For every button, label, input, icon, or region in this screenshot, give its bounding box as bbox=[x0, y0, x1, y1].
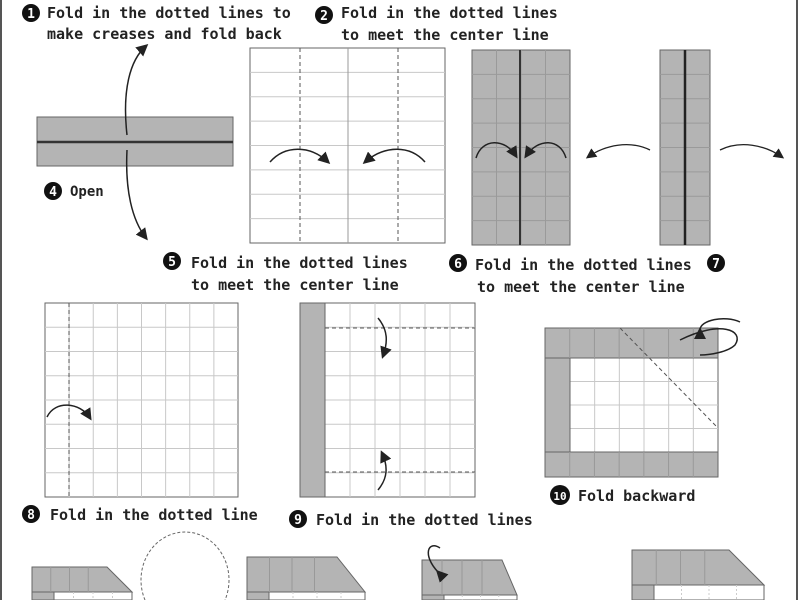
step-6-label: 6 Fold in the dotted lines to meet the c… bbox=[449, 254, 692, 296]
step-6-text-line1: Fold in the dotted lines bbox=[475, 256, 692, 274]
figure-step14 bbox=[631, 549, 766, 600]
step-9-number: 9 bbox=[294, 513, 302, 528]
fold-arrow-icon bbox=[427, 545, 449, 583]
step-1-text-line1: Fold in the dotted lines to bbox=[47, 4, 291, 22]
step-10-number: 10 bbox=[553, 490, 566, 503]
step-2-label: 2 Fold in the dotted lines to meet the c… bbox=[315, 4, 558, 44]
step-4-number: 4 bbox=[49, 185, 57, 200]
unfold-arrow-right-icon bbox=[719, 144, 785, 159]
step-10-label: 10 Fold backward bbox=[550, 485, 695, 505]
detail-zoom-circle bbox=[140, 531, 230, 600]
figure-step8-grid bbox=[44, 302, 239, 498]
step-9-label: 9 Fold in the dotted lines bbox=[289, 510, 533, 529]
step-1-label: 1 Fold in the dotted lines to make creas… bbox=[22, 4, 291, 43]
figure-step10-frame bbox=[544, 327, 719, 478]
fold-arrow-right-icon bbox=[475, 142, 518, 159]
step-7-label: 7 bbox=[707, 254, 725, 272]
step-5-text-line2: to meet the center line bbox=[191, 276, 399, 294]
fold-arrow-right-icon bbox=[46, 404, 92, 421]
step-6-text-line2: to meet the center line bbox=[477, 278, 685, 296]
step-6-number: 6 bbox=[454, 257, 462, 272]
figure-step9-grid bbox=[299, 302, 476, 498]
fold-arrow-left-icon bbox=[524, 142, 567, 159]
step-9-text: Fold in the dotted lines bbox=[316, 511, 533, 529]
step-10-text: Fold backward bbox=[578, 487, 695, 505]
figure-step2-square bbox=[249, 47, 446, 244]
step-8-label: 8 Fold in the dotted line bbox=[22, 505, 258, 524]
arrow-down-icon bbox=[125, 149, 148, 241]
step-1-number: 1 bbox=[27, 7, 35, 22]
fold-arrow-right-icon bbox=[269, 148, 331, 165]
figure-narrow-strip bbox=[659, 49, 711, 246]
unfold-arrow-left-icon bbox=[585, 144, 651, 159]
figure-step13 bbox=[421, 559, 518, 600]
step-1-badge bbox=[22, 4, 40, 22]
figure-step11 bbox=[31, 566, 134, 600]
figure-step12 bbox=[246, 556, 367, 600]
step-2-text-line2: to meet the center line bbox=[341, 26, 549, 44]
fold-arrow-left-icon bbox=[362, 148, 426, 164]
step-1-text-line2: make creases and fold back bbox=[47, 25, 282, 43]
step-2-text-line1: Fold in the dotted lines bbox=[341, 4, 558, 22]
step-5-number: 5 bbox=[168, 255, 176, 270]
figure-step2-folded bbox=[471, 49, 571, 246]
step-4-text: Open bbox=[70, 184, 104, 200]
fold-backward-arrow-icon bbox=[679, 328, 738, 356]
step-4-label: 4 Open bbox=[44, 182, 104, 200]
step-5-label: 5 Fold in the dotted lines to meet the c… bbox=[163, 252, 408, 294]
figure-folded-strip bbox=[36, 44, 234, 241]
arrow-up-icon bbox=[124, 44, 149, 136]
fold-arrow-up-icon bbox=[377, 450, 392, 491]
step-8-text: Fold in the dotted line bbox=[50, 506, 258, 524]
step-2-number: 2 bbox=[320, 9, 328, 24]
step-8-number: 8 bbox=[27, 508, 35, 523]
step-7-number: 7 bbox=[712, 257, 720, 272]
fold-arrow-down-icon bbox=[377, 317, 392, 359]
step-5-text-line1: Fold in the dotted lines bbox=[191, 254, 408, 272]
